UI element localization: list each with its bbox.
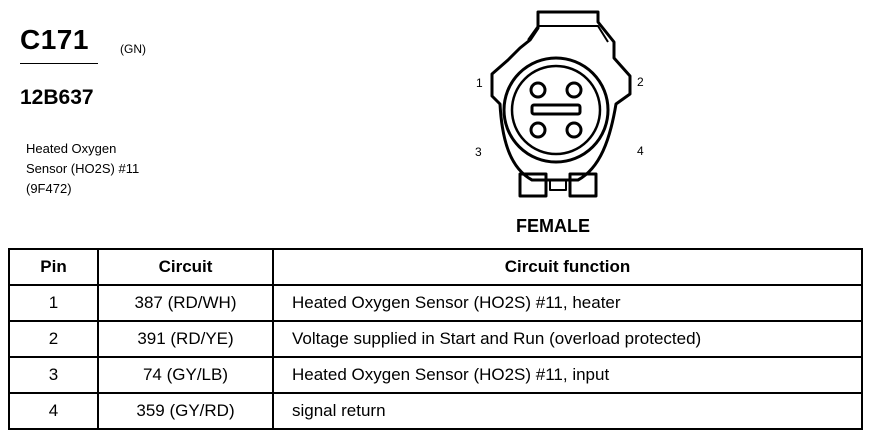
description-line-2: Sensor (HO2S) #11 [26,161,140,176]
connector-face-diagram [490,10,632,198]
header-circuit: Circuit [97,248,274,286]
cell-circuit: 359 (GY/RD) [97,392,274,430]
table-header-row: Pin Circuit Circuit function [8,248,863,286]
cell-circuit: 74 (GY/LB) [97,356,274,394]
description-line-1: Heated Oxygen [26,141,117,156]
header-circuit-function: Circuit function [272,248,863,286]
component-description: Heated Oxygen Sensor (HO2S) #11 (9F472) [26,139,139,199]
connector-gender-label: FEMALE [516,216,590,236]
pin-label-4: 4 [637,144,644,158]
pin-label-1: 1 [476,76,483,90]
terminal-face-inner [510,64,602,156]
cell-pin: 2 [8,320,99,358]
pin-label-2: 2 [637,75,644,89]
pin-cavity-3 [529,121,547,139]
header-pin: Pin [8,248,99,286]
cell-pin: 3 [8,356,99,394]
cell-pin: 1 [8,284,99,322]
center-key-bar [530,103,582,116]
cell-function: signal return [272,392,863,430]
latch-ridge [527,25,609,43]
pinout-table: Pin Circuit Circuit function 1 387 (RD/W… [8,248,863,430]
cell-circuit: 387 (RD/WH) [97,284,274,322]
housing-lug-left [518,172,548,198]
table-row: 4 359 (GY/RD) signal return [8,392,863,430]
pin-cavity-2 [565,81,583,99]
pin-label-3: 3 [475,145,482,159]
terminal-face-outer [502,56,610,164]
table-row: 3 74 (GY/LB) Heated Oxygen Sensor (HO2S)… [8,356,863,394]
cell-function: Heated Oxygen Sensor (HO2S) #11, input [272,356,863,394]
connector-id: C171 [20,24,89,55]
pin-cavity-4 [565,121,583,139]
table-row: 2 391 (RD/YE) Voltage supplied in Start … [8,320,863,358]
cell-function: Voltage supplied in Start and Run (overl… [272,320,863,358]
connector-color: (GN) [120,42,146,56]
description-line-3: (9F472) [26,181,72,196]
part-number: 12B637 [20,86,94,109]
title-underline [20,63,98,64]
cell-function: Heated Oxygen Sensor (HO2S) #11, heater [272,284,863,322]
housing-lug-center [549,179,567,191]
cell-pin: 4 [8,392,99,430]
housing-lug-right [568,172,598,198]
table-row: 1 387 (RD/WH) Heated Oxygen Sensor (HO2S… [8,284,863,322]
cell-circuit: 391 (RD/YE) [97,320,274,358]
pin-cavity-1 [529,81,547,99]
